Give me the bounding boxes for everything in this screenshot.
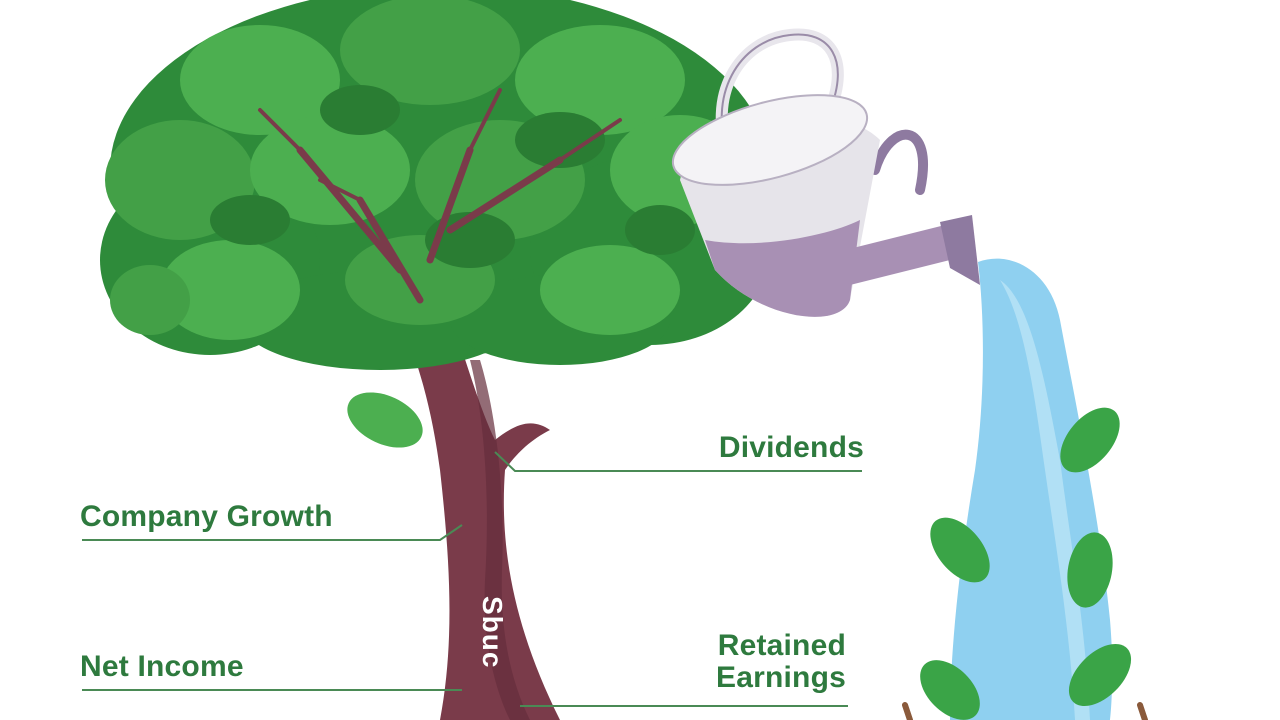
watering-can-icon <box>671 28 980 317</box>
tree-trunk-shade <box>470 360 530 720</box>
tree-icon <box>100 0 770 720</box>
line-company-growth <box>82 524 463 541</box>
water-stream-icon <box>950 258 1113 720</box>
label-retained-line1: Retained <box>717 629 846 662</box>
sapling-icon <box>902 407 1148 720</box>
line-dividends <box>494 451 862 472</box>
connector-lines <box>82 451 862 707</box>
label-company-growth: Company Growth <box>80 500 333 533</box>
trunk-text: Sbuc <box>477 596 508 669</box>
label-dividends: Dividends <box>718 431 864 464</box>
trunk-leaf <box>347 392 423 448</box>
canopy <box>100 0 770 370</box>
label-retained-line2: Earnings <box>716 660 846 694</box>
label-retained-earnings: Retained Earnings <box>716 630 846 693</box>
label-net-income: Net Income <box>80 650 244 683</box>
